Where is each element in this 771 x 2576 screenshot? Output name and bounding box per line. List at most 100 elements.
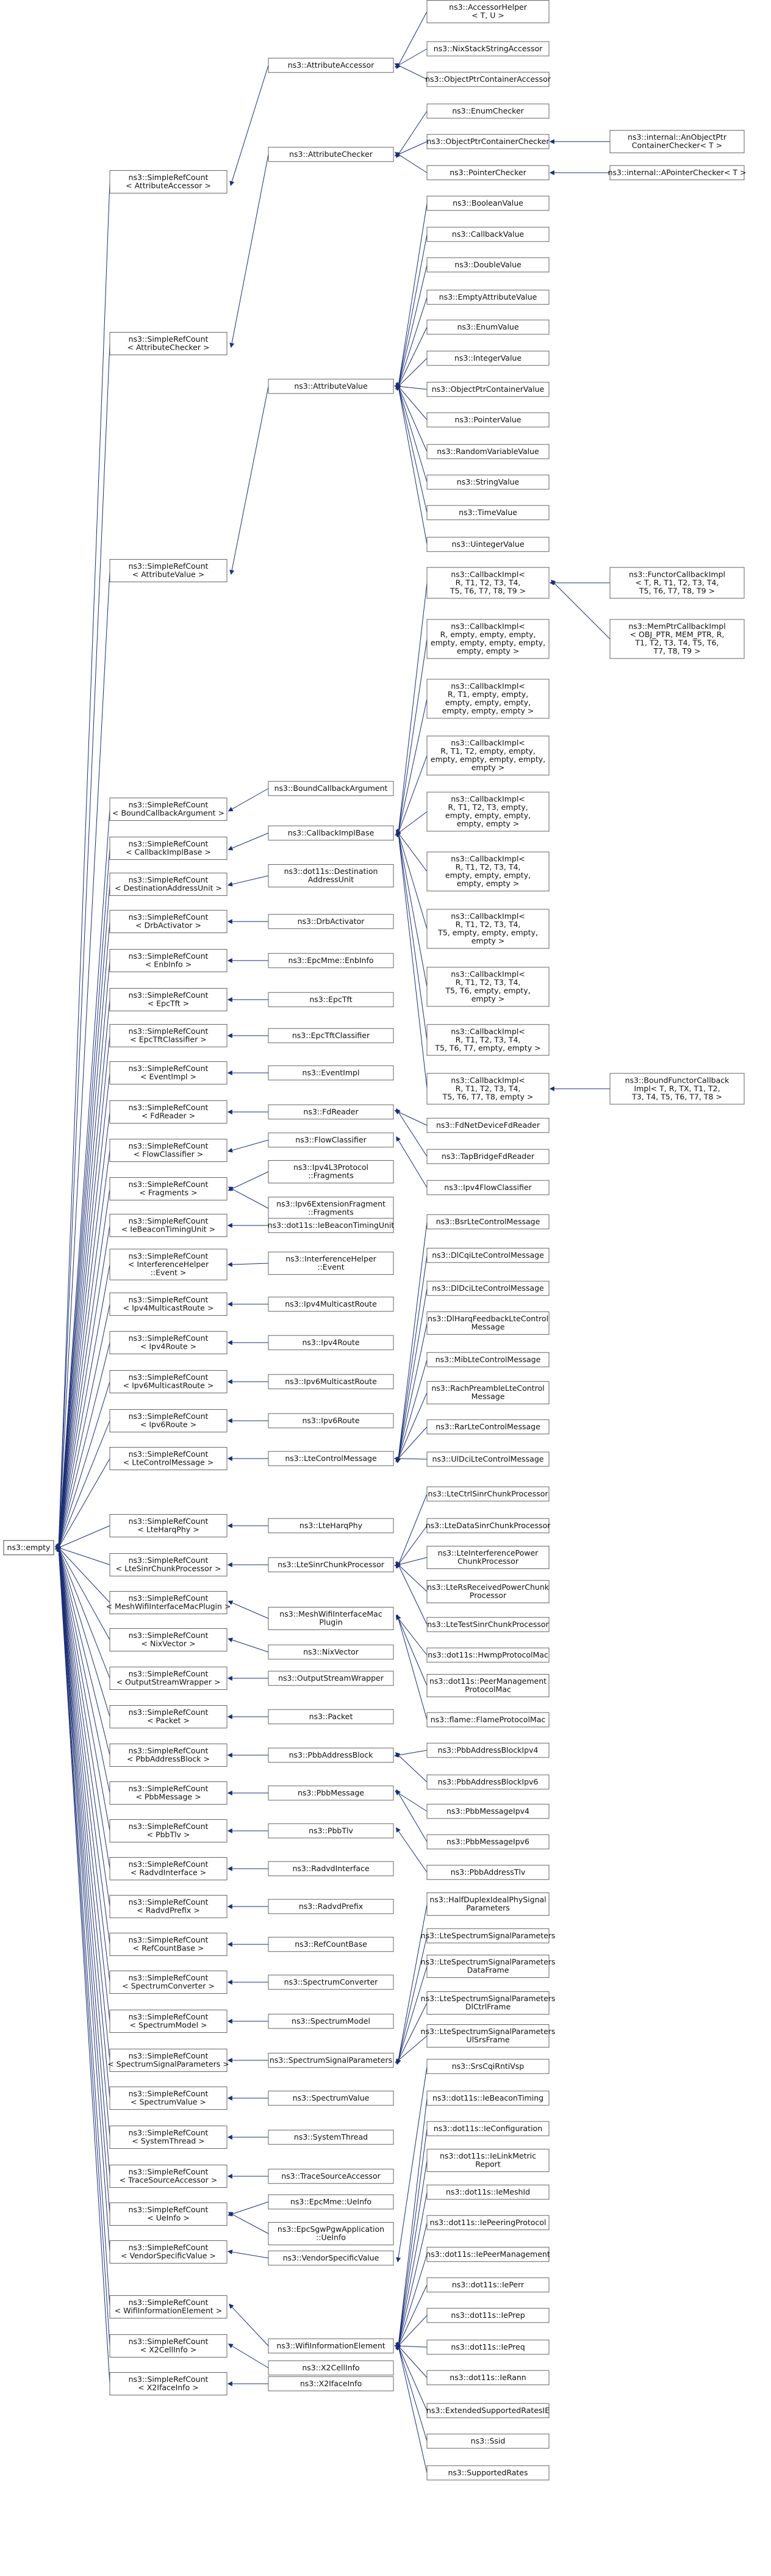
class-node[interactable]: ns3::SimpleRefCount< PbbAddressBlock > — [109, 1744, 228, 1767]
class-node[interactable]: ns3::SimpleRefCount< Packet > — [109, 1705, 228, 1728]
class-node[interactable]: ns3::StringValue — [426, 474, 550, 490]
class-node[interactable]: ns3::SpectrumValue — [268, 2090, 394, 2106]
class-node[interactable]: ns3::SimpleRefCount< UeInfo > — [109, 2203, 228, 2226]
class-node[interactable]: ns3::OutputStreamWrapper — [268, 1670, 394, 1686]
class-node[interactable]: ns3::SimpleRefCount< CallbackImplBase > — [109, 837, 228, 860]
class-node[interactable]: ns3::ObjectPtrContainerAccessor — [425, 71, 551, 87]
class-node[interactable]: ns3::SystemThread — [268, 2129, 394, 2145]
class-node[interactable]: ns3::dot11s::IeMeshId — [426, 2184, 550, 2200]
class-node[interactable]: ns3::SimpleRefCount< EventImpl > — [109, 1061, 228, 1084]
class-node[interactable]: ns3::dot11s::IePeeringProtocol — [426, 2215, 550, 2231]
class-node[interactable]: ns3::internal::APointerChecker< T > — [608, 165, 747, 181]
class-node[interactable]: ns3::SimpleRefCount< IeBeaconTimingUnit … — [109, 1214, 228, 1237]
class-node[interactable]: ns3::EpcTftClassifier — [268, 1028, 394, 1044]
class-node[interactable]: ns3::EpcMme::UeInfo — [268, 2194, 394, 2210]
class-node[interactable]: ns3::SimpleRefCount< Ipv6MulticastRoute … — [109, 1370, 228, 1393]
class-node[interactable]: ns3::flame::FlameProtocolMac — [426, 1712, 550, 1728]
class-node[interactable]: ns3::RadvdInterface — [268, 1861, 394, 1877]
class-node[interactable]: ns3::SimpleRefCount< LteSinrChunkProcess… — [109, 1553, 228, 1576]
class-node[interactable]: ns3::BoundCallbackArgument — [268, 781, 394, 796]
class-node[interactable]: ns3::NixStackStringAccessor — [426, 41, 550, 57]
class-node[interactable]: ns3::SimpleRefCount< SpectrumValue > — [109, 2087, 228, 2110]
class-node[interactable]: ns3::SimpleRefCount< DestinationAddressU… — [109, 873, 228, 896]
class-node[interactable]: ns3::CallbackValue — [426, 226, 550, 242]
class-node[interactable]: ns3::dot11s::IePeerManagement — [426, 2246, 550, 2262]
class-node[interactable]: ns3::MemPtrCallbackImpl< OBJ_PTR, MEM_PT… — [609, 619, 745, 659]
class-node[interactable]: ns3::Ipv6MulticastRoute — [268, 1374, 394, 1390]
class-node[interactable]: ns3::dot11s::IeRann — [426, 2370, 550, 2386]
class-node[interactable]: ns3::ObjectPtrContainerChecker — [426, 134, 550, 150]
class-node[interactable]: ns3::UlDciLteControlMessage — [426, 1451, 550, 1467]
class-node[interactable]: ns3::LteControlMessage — [268, 1451, 394, 1467]
class-node[interactable]: ns3::CallbackImpl<R, T1, empty, empty,em… — [426, 679, 550, 719]
class-node[interactable]: ns3::DlDciLteControlMessage — [426, 1280, 550, 1296]
class-node[interactable]: ns3::SrsCqiRntiVsp — [426, 2058, 550, 2074]
class-node[interactable]: ns3::SimpleRefCount< Fragments > — [109, 1177, 228, 1200]
class-node[interactable]: ns3::SimpleRefCount< OutputStreamWrapper… — [109, 1667, 228, 1690]
class-node[interactable]: ns3::RadvdPrefix — [268, 1899, 394, 1914]
class-node[interactable]: ns3::SimpleRefCount< NixVector > — [109, 1628, 228, 1651]
class-node[interactable]: ns3::CallbackImpl<R, T1, T2, T3, T4,T5, … — [426, 1073, 550, 1105]
class-node[interactable]: ns3::Ipv4FlowClassifier — [426, 1180, 550, 1196]
class-node[interactable]: ns3::FlowClassifier — [268, 1132, 394, 1148]
class-node[interactable]: ns3::EpcSgwPgwApplication::UeInfo — [268, 2222, 394, 2245]
class-node[interactable]: ns3::CallbackImplBase — [268, 825, 394, 841]
class-node[interactable]: ns3::SimpleRefCount< LteHarqPhy > — [109, 1514, 228, 1537]
class-node[interactable]: ns3::SpectrumSignalParameters — [268, 2052, 394, 2068]
class-node[interactable]: ns3::TraceSourceAccessor — [268, 2168, 394, 2184]
class-node[interactable]: ns3::dot11s::IePreq — [426, 2339, 550, 2355]
class-node[interactable]: ns3::PbbAddressTlv — [426, 1864, 550, 1880]
class-node[interactable]: ns3::X2IfaceInfo — [268, 2376, 394, 2392]
class-node[interactable]: ns3::LteHarqPhy — [268, 1518, 394, 1534]
class-node[interactable]: ns3::Ipv4Route — [268, 1335, 394, 1351]
class-node[interactable]: ns3::PbbTlv — [268, 1823, 394, 1839]
class-node[interactable]: ns3::SimpleRefCount< TraceSourceAccessor… — [109, 2165, 228, 2188]
class-node[interactable]: ns3::CallbackImpl<R, empty, empty, empty… — [426, 619, 550, 659]
class-node[interactable]: ns3::SimpleRefCount< AttributeValue > — [109, 559, 228, 582]
class-node[interactable]: ns3::PbbAddressBlockIpv6 — [426, 1774, 550, 1790]
class-node[interactable]: ns3::SimpleRefCount< PbbMessage > — [109, 1781, 228, 1805]
class-node[interactable]: ns3::DrbActivator — [268, 914, 394, 929]
class-node[interactable]: ns3::FdNetDeviceFdReader — [426, 1117, 550, 1133]
class-node[interactable]: ns3::SimpleRefCount< SpectrumConverter > — [109, 1971, 228, 1994]
class-node[interactable]: ns3::TapBridgeFdReader — [426, 1149, 550, 1164]
class-node[interactable]: ns3::ExtendedSupportedRatesIE — [426, 2403, 550, 2419]
class-node[interactable]: ns3::AccessorHelper< T, U > — [426, 0, 550, 23]
class-node[interactable]: ns3::SimpleRefCount< RadvdInterface > — [109, 1857, 228, 1880]
class-node[interactable]: ns3::SimpleRefCount< RadvdPrefix > — [109, 1895, 228, 1918]
class-node[interactable]: ns3::SimpleRefCount< EnbInfo > — [109, 949, 228, 972]
class-node[interactable]: ns3::SimpleRefCount< LteControlMessage > — [109, 1447, 228, 1470]
class-node[interactable]: ns3::SimpleRefCount< InterferenceHelper:… — [109, 1249, 228, 1280]
class-node[interactable]: ns3::CallbackImpl<R, T1, T2, empty, empt… — [426, 735, 550, 776]
class-node[interactable]: ns3::FdReader — [268, 1104, 394, 1120]
class-node[interactable]: ns3::SimpleRefCount< AttributeAccessor > — [109, 170, 228, 193]
class-node[interactable]: ns3::Ipv4L3Protocol::Fragments — [268, 1160, 394, 1183]
class-node[interactable]: ns3::Ipv4MulticastRoute — [268, 1296, 394, 1312]
class-node[interactable]: ns3::SimpleRefCount< VendorSpecificValue… — [109, 2240, 228, 2264]
class-node[interactable]: ns3::VendorSpecificValue — [268, 2250, 394, 2266]
class-node[interactable]: ns3::SimpleRefCount< PbbTlv > — [109, 1819, 228, 1842]
class-node[interactable]: ns3::dot11s::IePerr — [426, 2277, 550, 2293]
class-node[interactable]: ns3::Ipv6Route — [268, 1413, 394, 1429]
class-node[interactable]: ns3::LteDataSinrChunkProcessor — [426, 1518, 551, 1534]
class-node[interactable]: ns3::SimpleRefCount< X2IfaceInfo > — [109, 2372, 228, 2395]
class-node[interactable]: ns3::PbbAddressBlock — [268, 1747, 394, 1763]
class-node[interactable]: ns3::SupportedRates — [426, 2465, 550, 2481]
class-node[interactable]: ns3::CallbackImpl<R, T1, T2, T3, empty,e… — [426, 792, 550, 832]
class-node[interactable]: ns3::BsrLteControlMessage — [426, 1214, 550, 1230]
class-node[interactable]: ns3::EmptyAttributeValue — [426, 289, 550, 305]
class-node[interactable]: ns3::LteSinrChunkProcessor — [268, 1557, 394, 1573]
class-node[interactable]: ns3::CallbackImpl<R, T1, T2, T3, T4,T5, … — [426, 1024, 550, 1056]
class-node[interactable]: ns3::InterferenceHelper::Event — [268, 1252, 394, 1275]
class-node[interactable]: ns3::SimpleRefCount< EpcTft > — [109, 988, 228, 1011]
class-node[interactable]: ns3::dot11s::IeBeaconTiming — [426, 2090, 550, 2106]
class-node[interactable]: ns3::MibLteControlMessage — [426, 1352, 550, 1368]
class-node[interactable]: ns3::LteTestSinrChunkProcessor — [426, 1617, 550, 1633]
